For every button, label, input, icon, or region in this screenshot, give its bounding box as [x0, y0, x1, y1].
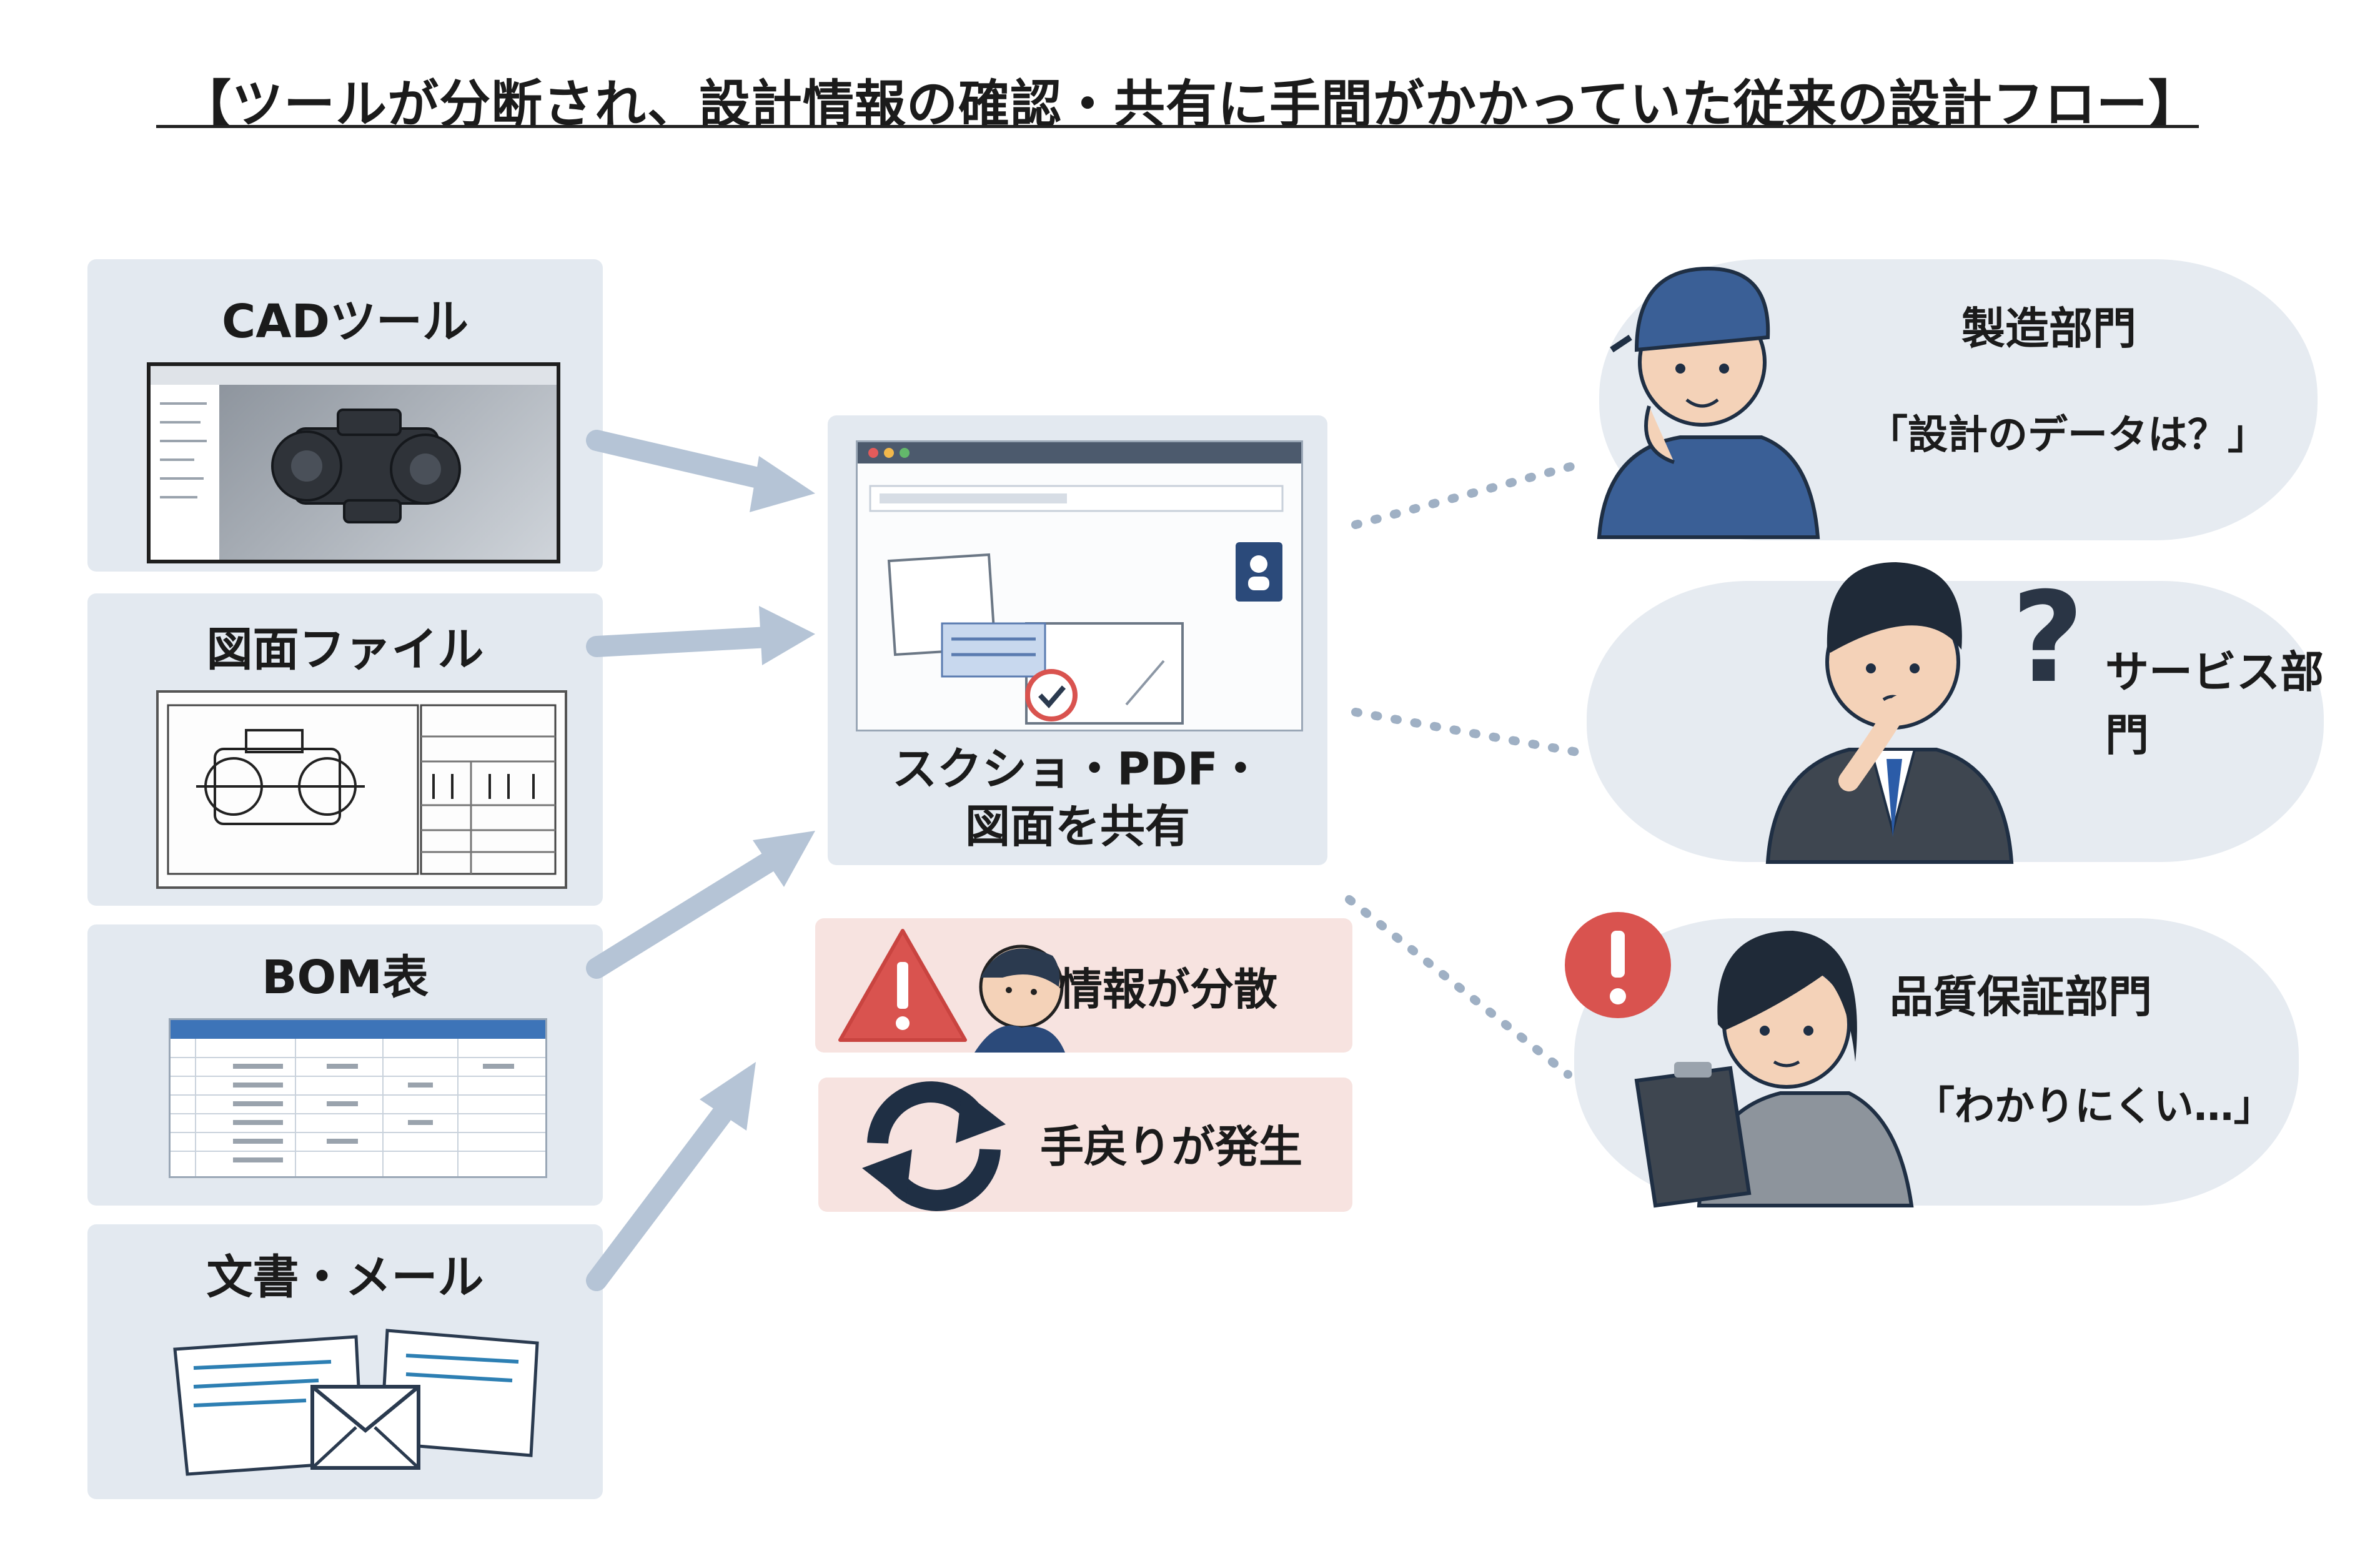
problem-badge-rework: 手戻りが発生 [818, 1078, 1352, 1212]
shared-screen-icon [856, 440, 1303, 731]
source-label-drawing: 図面ファイル [206, 623, 484, 676]
source-label-bom: BOM表 [262, 951, 429, 1004]
source-label-docs: 文書・メール [206, 1251, 484, 1304]
warning-icon [838, 929, 1065, 1053]
dept-name-service: サービス部門 [2105, 647, 2324, 761]
cad-software-icon [147, 362, 560, 563]
source-panel-drawing: 図面ファイル [87, 593, 603, 906]
source-panel-bom: BOM表 [87, 924, 603, 1206]
dept-name-qa: 品質保証部門 [1890, 971, 2152, 1023]
drawing-file-icon [156, 690, 567, 889]
documents-mail-icon [169, 1318, 543, 1487]
diagram-title: 【ツールが分断され、設計情報の確認・共有に手間がかかっていた従来の設計フロー】 [180, 75, 2200, 134]
dept-quote-qa: 「わかりにくい…」 [1915, 1084, 2274, 1130]
source-panel-docs: 文書・メール [87, 1224, 603, 1499]
rework-cycle-icon [862, 1081, 1006, 1211]
svg-text:?: ? [2011, 565, 2084, 711]
shared-panel: スクショ・PDF・ 図面を共有 [828, 415, 1327, 865]
center-label-line2: 図面を共有 [964, 800, 1190, 853]
title-underline [156, 125, 2199, 128]
dept-quote-manufacturing: 「設計のデータは？」 [1868, 412, 2268, 458]
dept-name-manufacturing: 製造部門 [1961, 303, 2136, 354]
problem-label-rework: 手戻りが発生 [1040, 1121, 1302, 1172]
center-label-line1: スクショ・PDF・ [892, 743, 1263, 795]
bom-table-icon [169, 1018, 547, 1178]
source-label-cad: CADツール [221, 295, 469, 349]
problem-badge-scattered: 情報が分散 [815, 918, 1352, 1053]
problem-label-scattered: 情報が分散 [1059, 964, 1277, 1015]
source-panel-cad: CADツール [87, 259, 603, 572]
